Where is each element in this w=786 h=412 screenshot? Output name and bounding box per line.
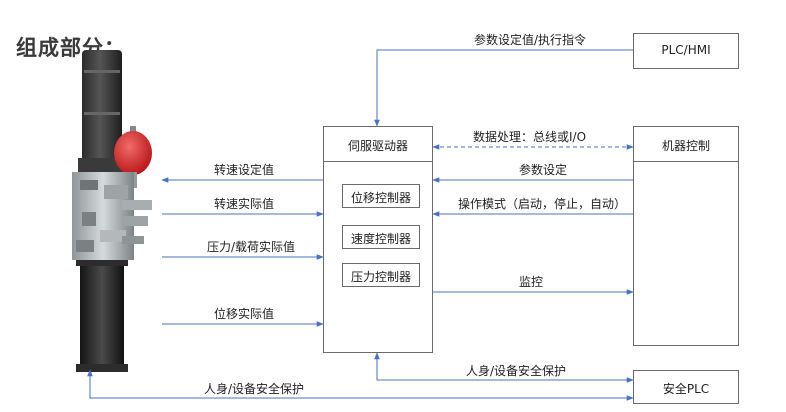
speed-controller-box	[342, 225, 420, 249]
label-personal-safety-driver: 人身/设备安全保护	[466, 364, 567, 378]
pressure-controller-label: 压力控制器	[350, 270, 411, 284]
label-monitoring: 监控	[519, 275, 544, 289]
safety-plc-label: 安全PLC	[662, 382, 710, 396]
safety-plc-box	[633, 370, 739, 404]
servo-actuator-image	[72, 50, 152, 372]
plc-hmi-label: PLC/HMI	[661, 43, 711, 57]
speed-controller-label: 速度控制器	[350, 232, 411, 246]
label-speed-setpoint: 转速设定值	[214, 163, 275, 177]
machine-control-box	[633, 126, 739, 346]
position-controller-label: 位移控制器	[350, 191, 411, 205]
label-speed-actual: 转速实际值	[214, 197, 275, 211]
label-data-processing: 数据处理：总线或I/O	[473, 130, 587, 144]
pressure-controller-box	[342, 263, 420, 287]
label-param-setting: 参数设定	[519, 163, 568, 177]
label-param-setpoint-cmd: 参数设定值/执行指令	[474, 33, 587, 47]
label-personal-safety-actuator: 人身/设备安全保护	[204, 382, 305, 396]
machine-control-header	[633, 126, 739, 162]
plc-hmi-box	[633, 33, 739, 69]
label-operation-mode: 操作模式（启动，停止，自动）	[458, 197, 627, 211]
servo-driver-label: 伺服驱动器	[347, 139, 408, 153]
servo-driver-header	[323, 126, 433, 162]
position-controller-box	[342, 184, 420, 208]
machine-control-label: 机器控制	[661, 139, 710, 153]
label-position-actual: 位移实际值	[214, 307, 275, 321]
label-pressure-load-actual: 压力/载荷实际值	[207, 240, 296, 254]
